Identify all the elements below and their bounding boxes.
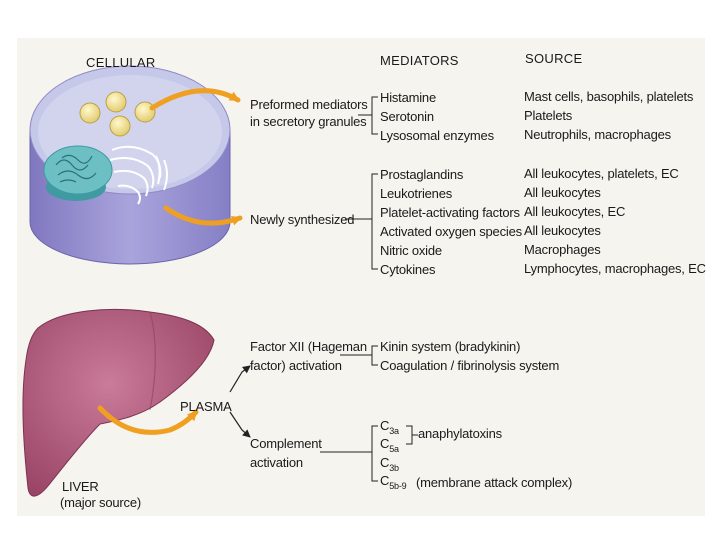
product-coagulation: Coagulation / fibrinolysis system xyxy=(380,358,560,373)
header-mediators: MEDIATORS xyxy=(380,53,459,68)
complement-c5b-9: C5b-9 xyxy=(380,473,407,491)
mediator-oxygen-species: Activated oxygen species xyxy=(380,224,522,239)
source-paf: All leukocytes, EC xyxy=(524,204,626,219)
mediator-serotonin: Serotonin xyxy=(380,109,434,124)
plasma-label: PLASMA xyxy=(180,399,232,414)
arrow-newly xyxy=(163,205,243,226)
complement-c3b: C3b xyxy=(380,455,399,473)
source-serotonin: Platelets xyxy=(524,108,573,123)
connector-lines xyxy=(320,96,418,482)
arrow-liver-plasma xyxy=(97,405,199,435)
source-cytokines: Lymphocytes, macrophages, EC xyxy=(524,261,706,276)
mediator-leukotrienes: Leukotrienes xyxy=(380,186,453,201)
mediator-lysosomal: Lysosomal enzymes xyxy=(380,128,494,143)
source-nitric-oxide: Macrophages xyxy=(524,242,601,257)
liver-illustration xyxy=(22,308,215,497)
orange-arrows xyxy=(97,88,243,435)
complement-c3a: C3a xyxy=(380,418,399,436)
header-cellular: CELLULAR xyxy=(86,55,156,70)
header-source: SOURCE xyxy=(525,51,583,66)
mediator-prostaglandins: Prostaglandins xyxy=(380,167,464,182)
preformed-label-line1: Preformed mediators xyxy=(250,97,368,112)
source-histamine: Mast cells, basophils, platelets xyxy=(524,89,694,104)
product-kinin: Kinin system (bradykinin) xyxy=(380,339,521,354)
arrow-preformed xyxy=(149,88,241,111)
factor-label-line2: factor) activation xyxy=(250,358,342,373)
mac-label: (membrane attack complex) xyxy=(416,475,573,490)
nucleus-icon xyxy=(43,145,113,201)
complement-c5a: C5a xyxy=(380,436,399,454)
complement-label-line1: Complement xyxy=(250,436,322,451)
liver-sublabel: (major source) xyxy=(60,495,141,510)
factor-label-line1: Factor XII (Hageman xyxy=(250,339,367,354)
mediator-cytokines: Cytokines xyxy=(380,262,436,277)
source-oxygen-species: All leukocytes xyxy=(524,223,601,238)
complement-label-line2: activation xyxy=(250,455,303,470)
source-prostaglandins: All leukocytes, platelets, EC xyxy=(524,166,679,181)
source-leukotrienes: All leukocytes xyxy=(524,185,601,200)
preformed-label-line2: in secretory granules xyxy=(250,114,367,129)
mediator-histamine: Histamine xyxy=(380,90,436,105)
mediator-paf: Platelet-activating factors xyxy=(380,205,520,220)
mediator-nitric-oxide: Nitric oxide xyxy=(380,243,442,258)
newly-label: Newly synthesized xyxy=(250,212,355,227)
anaphylatoxins-label: anaphylatoxins xyxy=(418,426,502,441)
liver-label: LIVER xyxy=(62,479,99,494)
plasma-arrows xyxy=(229,365,251,438)
cell-illustration xyxy=(29,65,231,265)
source-lysosomal: Neutrophils, macrophages xyxy=(524,127,671,142)
golgi-icon xyxy=(109,145,168,205)
